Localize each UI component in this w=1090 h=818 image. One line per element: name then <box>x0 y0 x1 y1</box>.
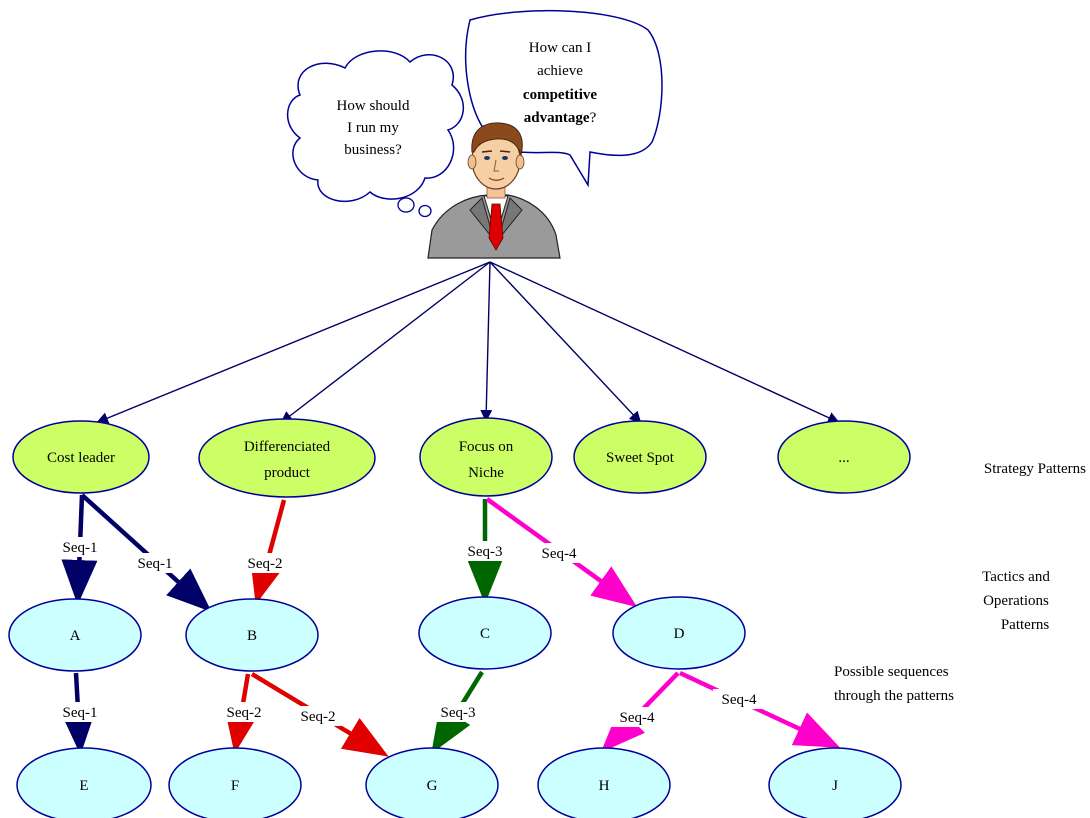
strategy-node-more: ... <box>777 420 911 494</box>
thought-right-line-2: achieve <box>537 63 583 79</box>
sequence-edge-b-to-g: Seq-2 <box>250 672 389 757</box>
sequence-label-background <box>611 707 663 727</box>
tactic-node-a: A <box>8 598 142 672</box>
tactic-node-g: G <box>365 747 499 818</box>
strategy-node-label: Differenciated <box>244 439 331 455</box>
sequence-label-background <box>239 553 291 573</box>
tactic-node-d: D <box>612 596 746 670</box>
sequence-label: Seq-3 <box>468 544 503 560</box>
sequence-label: Seq-2 <box>248 556 283 572</box>
sequence-edge-cost-to-a: Seq-1 <box>54 494 106 605</box>
manager-arrow-niche <box>480 261 493 422</box>
tactic-node-label: E <box>79 778 88 794</box>
thought-left-line-1: How should <box>337 98 410 114</box>
tactic-node-label: D <box>674 626 685 642</box>
strategy-node-label: ... <box>838 450 849 466</box>
sequence-edge-d-to-j: Seq-4 <box>679 670 841 748</box>
sequence-edge-b-to-f: Seq-2 <box>218 673 270 754</box>
tactics-label-line-3: Patterns <box>1001 617 1049 633</box>
sequences-label-line-2: through the patterns <box>834 688 954 704</box>
tactic-nodes: A B C D E F G H <box>8 596 902 818</box>
sequence-edge-line <box>80 493 212 613</box>
sequence-edge-niche-to-d: Seq-4 <box>485 497 638 608</box>
sequence-label-background <box>218 702 270 722</box>
tactic-node-label: F <box>231 778 239 794</box>
manager-arrows <box>96 261 840 424</box>
thought-right-line-3: competitive <box>523 87 597 103</box>
manager-arrow-cost-leader <box>96 261 491 424</box>
tactic-node-c: C <box>418 596 552 670</box>
thought-left-line-3: business? <box>344 142 402 158</box>
sequence-label-background <box>292 706 344 726</box>
strategy-nodes: Cost leader Differenciated product Focus… <box>12 417 911 498</box>
strategy-node-label: Niche <box>468 465 504 481</box>
sequence-label: Seq-3 <box>441 705 476 721</box>
sequence-edge-c-to-g: Seq-3 <box>431 670 484 754</box>
tactic-node-label: A <box>70 628 81 644</box>
sequence-label-background <box>459 541 511 561</box>
strategy-node-label: product <box>264 465 311 481</box>
thought-left-line-2: I run my <box>347 120 399 136</box>
sequence-edge-a-to-e: Seq-1 <box>54 672 106 755</box>
tactic-node-label: G <box>427 778 438 794</box>
manager-arrow-sweet-spot <box>489 261 642 424</box>
thought-right-line-1: How can I <box>529 40 591 56</box>
sequence-label: Seq-2 <box>227 705 262 721</box>
strategy-node-label: Sweet Spot <box>606 450 675 466</box>
businessman-icon <box>427 122 561 259</box>
strategy-node-sweet-spot: Sweet Spot <box>573 420 707 494</box>
sequence-edge-niche-to-c: Seq-3 <box>459 499 511 604</box>
sequence-label: Seq-1 <box>63 540 98 556</box>
tactic-node-label: H <box>599 778 610 794</box>
tactic-node-label: B <box>247 628 257 644</box>
tactic-node-e: E <box>16 747 152 818</box>
sequence-edge-diff-to-b: Seq-2 <box>239 499 291 605</box>
strategy-node-label: Cost leader <box>47 450 115 466</box>
tactic-node-b: B <box>185 598 319 672</box>
tactic-node-label: C <box>480 626 490 642</box>
sequence-edge-line <box>250 499 287 605</box>
thought-bubble-left: How should I run my business? <box>286 50 465 218</box>
tactic-node-f: F <box>168 747 302 818</box>
thought-right-line-4: advantage? <box>524 110 597 126</box>
sequence-label-background <box>533 543 585 563</box>
side-labels: Strategy Patterns Tactics and Operations… <box>834 461 1086 704</box>
strategy-node-cost-leader: Cost leader <box>12 420 150 494</box>
sequence-edge-d-to-h: Seq-4 <box>600 671 680 753</box>
strategy-node-differenciated-product: Differenciated product <box>198 418 376 498</box>
sequence-label: Seq-4 <box>722 692 757 708</box>
tactics-label-line-1: Tactics and <box>982 569 1050 585</box>
strategy-node-label: Focus on <box>459 439 514 455</box>
strategy-node-focus-on-niche: Focus on Niche <box>419 417 553 497</box>
sequence-label: Seq-4 <box>620 710 655 726</box>
sequence-label: Seq-2 <box>301 709 336 725</box>
sequence-label-background <box>54 537 106 557</box>
sequence-label-background <box>713 689 765 709</box>
sequence-label: Seq-1 <box>138 556 173 572</box>
sequence-label: Seq-1 <box>63 705 98 721</box>
advantage-question-mark: ? <box>590 110 597 126</box>
sequence-label-background <box>54 702 106 722</box>
tactics-label-line-2: Operations <box>983 593 1049 609</box>
sequence-label-background <box>129 553 181 573</box>
tactic-node-j: J <box>768 747 902 818</box>
strategy-patterns-label: Strategy Patterns <box>984 461 1086 477</box>
sequence-label-background <box>432 702 484 722</box>
manager-arrow-differenciated <box>280 261 491 424</box>
tactic-node-label: J <box>832 778 838 794</box>
sequence-edge-cost-to-b: Seq-1 <box>80 493 212 613</box>
tactic-node-h: H <box>537 747 671 818</box>
sequences-label-line-1: Possible sequences <box>834 664 949 680</box>
sequence-label: Seq-4 <box>542 546 577 562</box>
advantage-word: advantage <box>524 110 590 126</box>
manager-arrow-more <box>489 261 840 424</box>
